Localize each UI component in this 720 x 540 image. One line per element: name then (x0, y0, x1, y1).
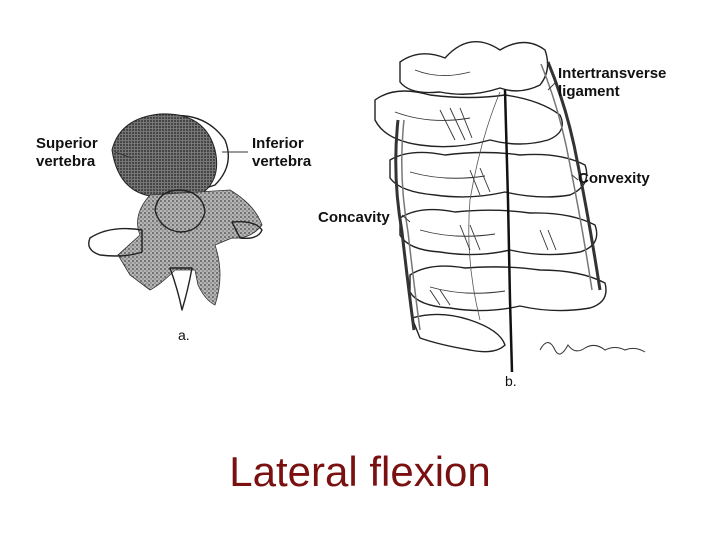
superior-vertebra-body (111, 113, 218, 197)
vertebra-2 (374, 90, 563, 148)
label-inferior-vertebra: Inferior vertebra (252, 135, 312, 170)
diagram-b-spine (374, 41, 646, 373)
posterior-arch (117, 189, 263, 306)
slide-title: Lateral flexion (229, 448, 491, 495)
spinous-process (169, 267, 193, 311)
label-intertransverse-ligament: Intertransverse ligament (558, 65, 671, 100)
artist-signature (539, 342, 646, 355)
vertebra-3 (389, 151, 588, 198)
label-superior-vertebra: Superior vertebra (36, 135, 102, 170)
pointer-superior (114, 151, 133, 159)
vertebra-5-detail (429, 286, 506, 294)
shading (429, 107, 557, 306)
caption-b: b. (505, 373, 517, 389)
vertebra-4-detail (419, 229, 496, 237)
label-concavity: Concavity (318, 209, 390, 226)
transverse-process-right (231, 220, 263, 240)
intertransverse-ligament (546, 61, 602, 291)
pointer-convexity (571, 174, 579, 181)
vertebra-1-detail (414, 69, 471, 76)
spinous-process-line (503, 89, 514, 373)
pointer-ligament (547, 81, 557, 91)
vertebral-foramen (154, 189, 206, 233)
vertebra-2-detail (394, 111, 471, 121)
transverse-process-left (88, 227, 143, 257)
caption-a: a. (178, 327, 190, 343)
vertebra-3-detail (409, 171, 486, 179)
label-convexity: Convexity (578, 170, 650, 187)
anatomy-figure: Superior vertebra Inferior vertebra a. (36, 41, 671, 389)
pointer-concavity (401, 214, 411, 223)
vertebra-6 (411, 313, 506, 353)
concave-ligament (394, 119, 416, 331)
vertebra-1 (399, 41, 549, 95)
diagram-a-vertebra (88, 113, 263, 311)
vertebra-5 (409, 265, 607, 312)
